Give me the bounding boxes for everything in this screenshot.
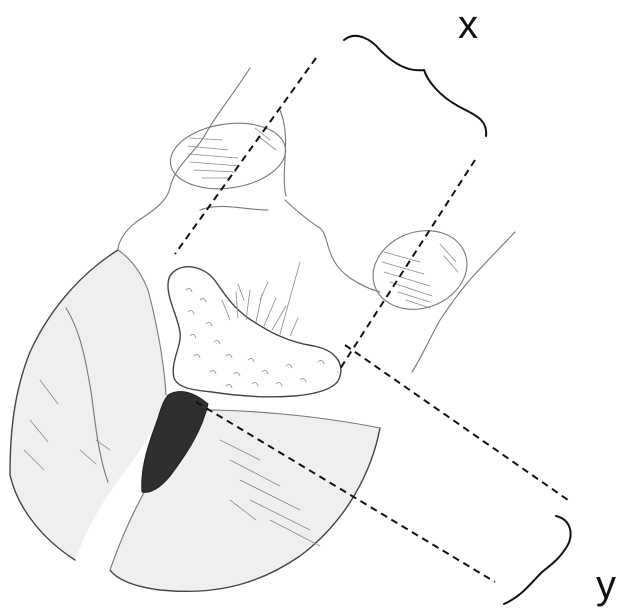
dashed-line-y-upper	[345, 345, 568, 500]
skull-sketch	[10, 68, 515, 591]
brace-x	[344, 36, 486, 136]
label-y: y	[596, 563, 616, 607]
lower-plate	[110, 410, 380, 591]
dashed-line-x-left	[175, 58, 316, 254]
speckled-region	[168, 267, 341, 397]
upper-disc	[166, 116, 290, 196]
label-x: x	[458, 3, 478, 47]
brace-y	[504, 516, 571, 604]
dashed-line-x-right	[338, 160, 475, 372]
spiky-tufts	[222, 262, 300, 336]
